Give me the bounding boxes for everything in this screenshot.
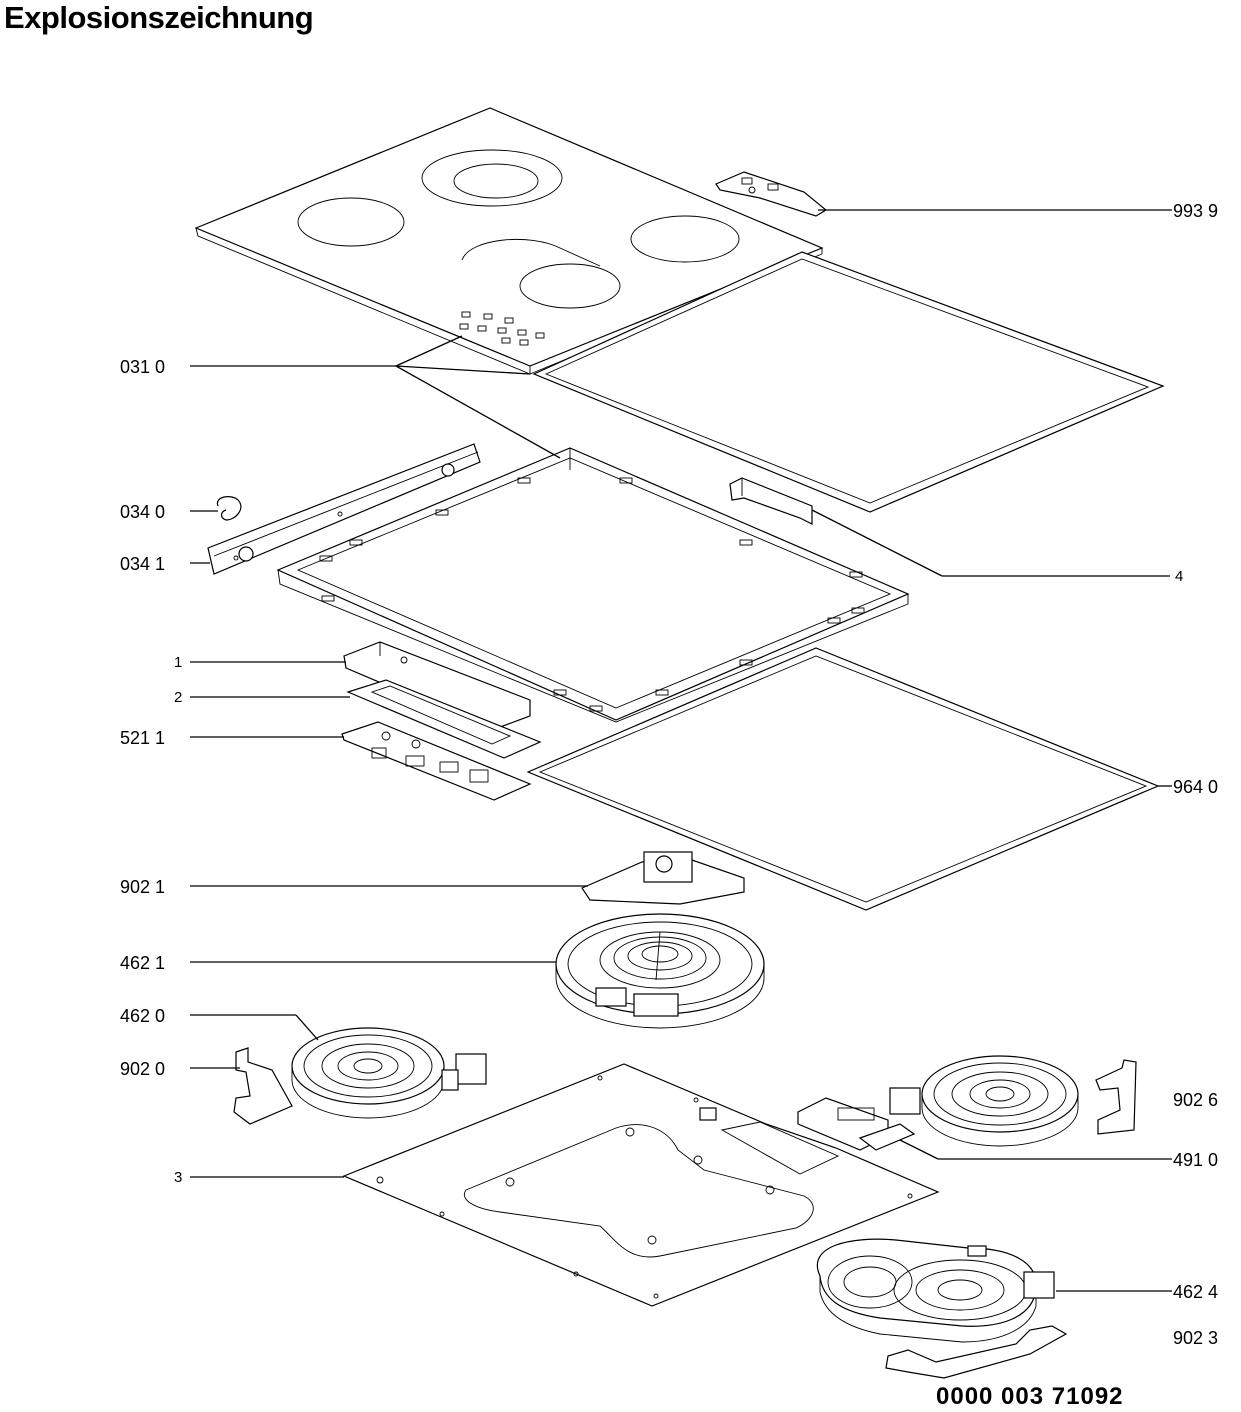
part-labels: 993 9 031 0 034 0 034 1 4 1 2 521 1 964 … bbox=[120, 201, 1218, 1348]
leader-lines bbox=[190, 209, 1172, 1292]
control-board-521-1 bbox=[341, 721, 532, 801]
part-label: 2 bbox=[174, 689, 182, 706]
top-gasket bbox=[532, 251, 1165, 513]
part-label: 4 bbox=[1175, 568, 1183, 585]
electronics-tray bbox=[346, 679, 542, 759]
part-label: 521 1 bbox=[120, 728, 165, 748]
bracket-902-6 bbox=[1095, 1059, 1137, 1135]
page-title: Explosionszeichnung bbox=[4, 0, 314, 35]
main-frame bbox=[276, 447, 910, 723]
clip-034-0 bbox=[216, 496, 242, 521]
part-label: 902 6 bbox=[1173, 1090, 1218, 1110]
document-number: 0000 003 71092 bbox=[936, 1383, 1124, 1410]
part-label: 1 bbox=[174, 654, 182, 671]
bracket-4 bbox=[729, 477, 813, 525]
heating-element-462-0 bbox=[291, 1027, 487, 1119]
connector-491-0 bbox=[797, 1097, 916, 1151]
part-label: 462 1 bbox=[120, 953, 165, 973]
bracket-902-0 bbox=[233, 1047, 293, 1125]
part-label: 993 9 bbox=[1173, 201, 1218, 221]
part-label: 964 0 bbox=[1173, 777, 1218, 797]
part-label: 902 1 bbox=[120, 877, 165, 897]
glass-ceramic-top bbox=[194, 107, 824, 375]
part-label: 034 1 bbox=[120, 554, 165, 574]
electronics-cover bbox=[343, 641, 531, 731]
heating-element-462-4 bbox=[816, 1238, 1055, 1343]
part-label: 462 4 bbox=[1173, 1282, 1218, 1302]
part-label: 034 0 bbox=[120, 502, 165, 522]
heating-element-462-1 bbox=[555, 913, 765, 1029]
bracket-993-9 bbox=[715, 171, 828, 217]
bracket-902-3 bbox=[885, 1325, 1068, 1379]
heating-element-right bbox=[889, 1055, 1079, 1147]
part-label: 031 0 bbox=[120, 357, 165, 377]
control-rail bbox=[207, 443, 481, 575]
part-label: 902 0 bbox=[120, 1059, 165, 1079]
part-label: 462 0 bbox=[120, 1006, 165, 1026]
bracket-902-1 bbox=[581, 851, 745, 905]
bottom-tray bbox=[342, 1063, 940, 1307]
part-label: 902 3 bbox=[1173, 1328, 1218, 1348]
part-label: 3 bbox=[174, 1169, 182, 1186]
part-label: 491 0 bbox=[1173, 1150, 1218, 1170]
